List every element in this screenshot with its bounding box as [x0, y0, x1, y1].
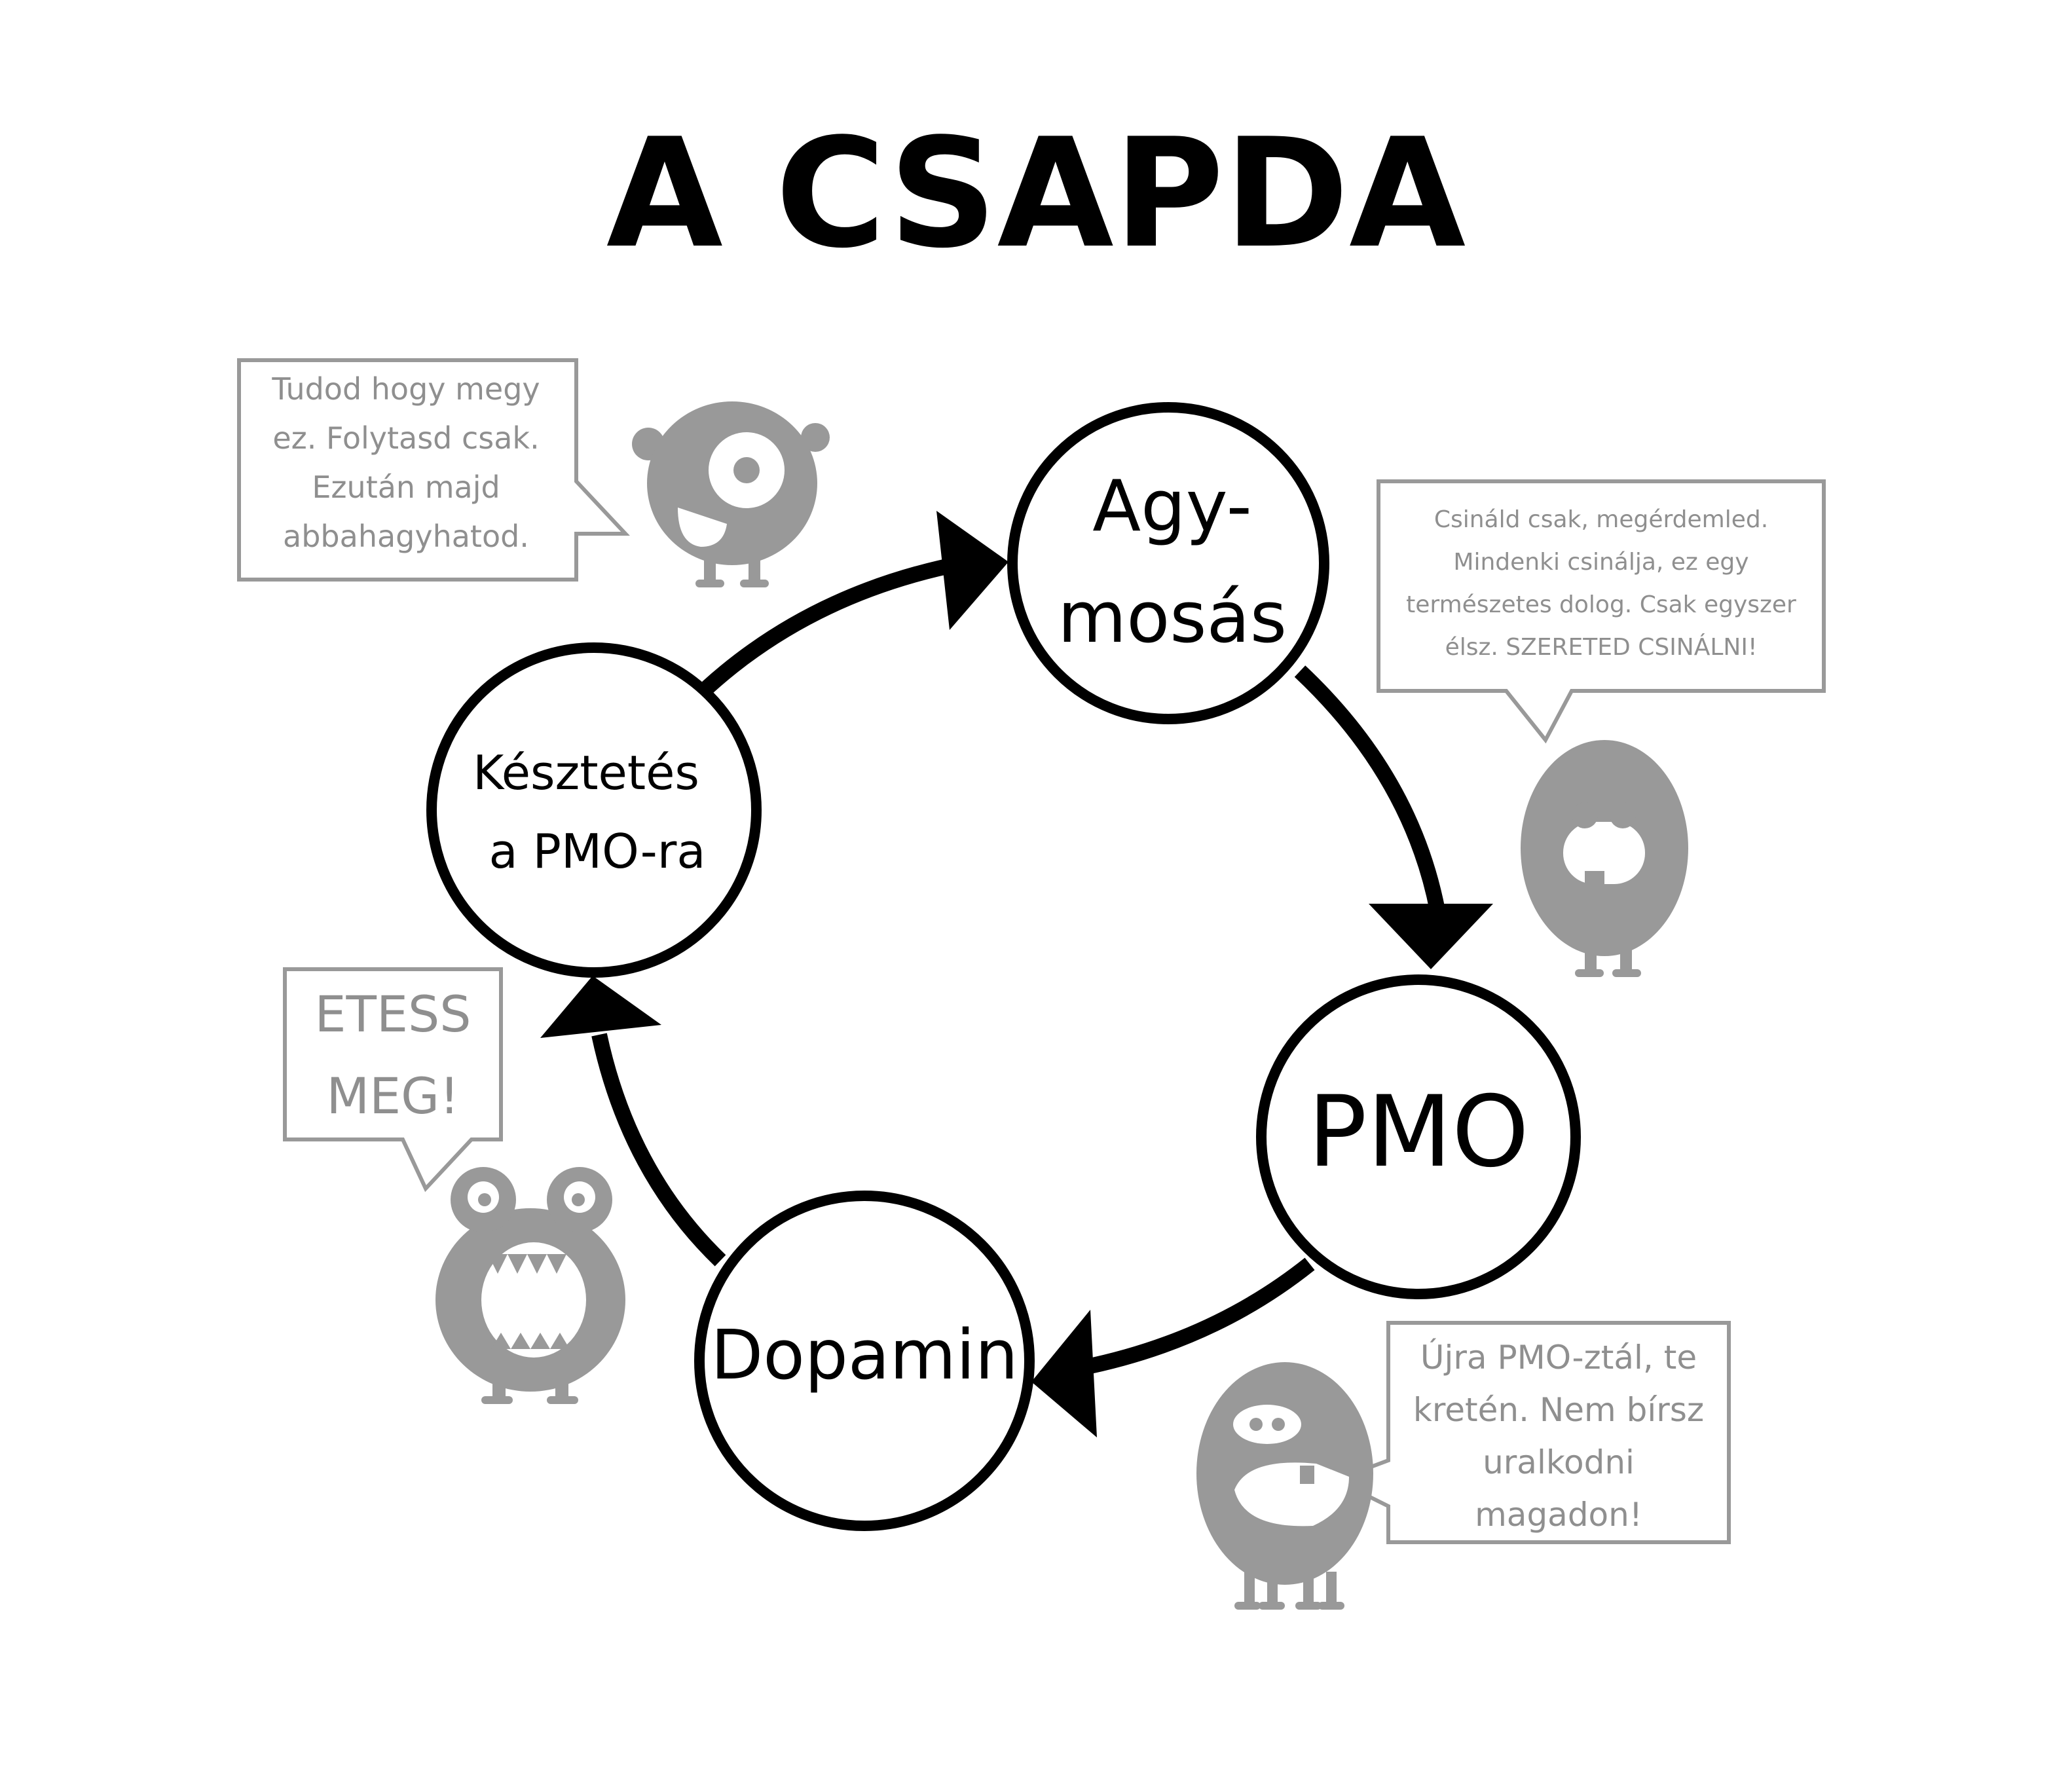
bubble-top-left-line3: Ezután majd: [312, 470, 500, 505]
arrowhead-to-dopamine: [1031, 1310, 1097, 1437]
node-dopamine-label: Dopamin: [711, 1315, 1018, 1395]
speech-bubble-top-left: Tudod hogy megy ez. Folytasd csak. Ezutá…: [237, 358, 630, 582]
bubble-bottom-right-line1: Újra PMO-ztál, te: [1420, 1338, 1697, 1377]
arrowhead-to-pmo: [1369, 904, 1493, 969]
node-pmo-label: PMO: [1308, 1075, 1529, 1189]
bubble-bottom-right-line3: uralkodni: [1483, 1443, 1635, 1481]
monster-egg: [1521, 740, 1688, 977]
node-urge: Késztetés a PMO-ra: [426, 642, 762, 978]
bubble-top-right-line1: Csináld csak, megérdemled.: [1434, 506, 1768, 533]
arrowhead-to-brainwash: [936, 511, 1008, 630]
node-brainwash-line1: Agy-: [1092, 466, 1251, 547]
bubble-left-line1: ETESS: [315, 985, 472, 1043]
node-brainwash: Agy- mosás: [1007, 402, 1329, 724]
speech-bubble-left: ETESS MEG!: [283, 967, 503, 1193]
arc-brainwash-to-pmo: [1294, 665, 1445, 912]
node-brainwash-line2: mosás: [1058, 577, 1287, 659]
arc-pmo-to-dopamine: [1075, 1257, 1315, 1377]
node-urge-line1: Késztetés: [473, 745, 699, 800]
node-pmo: PMO: [1256, 974, 1581, 1299]
monster-cyclops: [632, 401, 830, 587]
bubble-bottom-right-line4: magadon!: [1475, 1496, 1642, 1534]
arc-dopamine-to-urge: [591, 1033, 726, 1267]
bubble-bottom-right-line2: kretén. Nem bírsz: [1413, 1391, 1704, 1429]
bubble-top-right-line2: Mindenki csinálja, ez egy: [1453, 549, 1748, 576]
bubble-left-line2: MEG!: [327, 1067, 460, 1125]
node-urge-line2: a PMO-ra: [489, 824, 706, 879]
diagram-title: A CSAPDA: [606, 107, 1466, 282]
arc-urge-to-brainwash: [701, 555, 965, 694]
node-dopamine: Dopamin: [694, 1191, 1035, 1531]
bubble-top-left-line1: Tudod hogy megy: [271, 371, 540, 407]
bubble-top-left-line4: abbahagyhatod.: [283, 519, 529, 554]
speech-bubble-top-right: Csináld csak, megérdemled. Mindenki csin…: [1377, 479, 1826, 744]
monster-mocking: [1196, 1362, 1373, 1610]
bubble-top-right-line3: természetes dolog. Csak egyszer: [1406, 591, 1796, 618]
bubble-top-right-line4: élsz. SZERETED CSINÁLNI!: [1445, 633, 1758, 661]
speech-bubble-bottom-right: Újra PMO-ztál, te kretén. Nem bírsz ural…: [1331, 1321, 1731, 1544]
monster-frog: [435, 1167, 625, 1404]
bubble-top-left-line2: ez. Folytasd csak.: [272, 420, 539, 456]
arrowhead-to-urge: [540, 976, 661, 1038]
